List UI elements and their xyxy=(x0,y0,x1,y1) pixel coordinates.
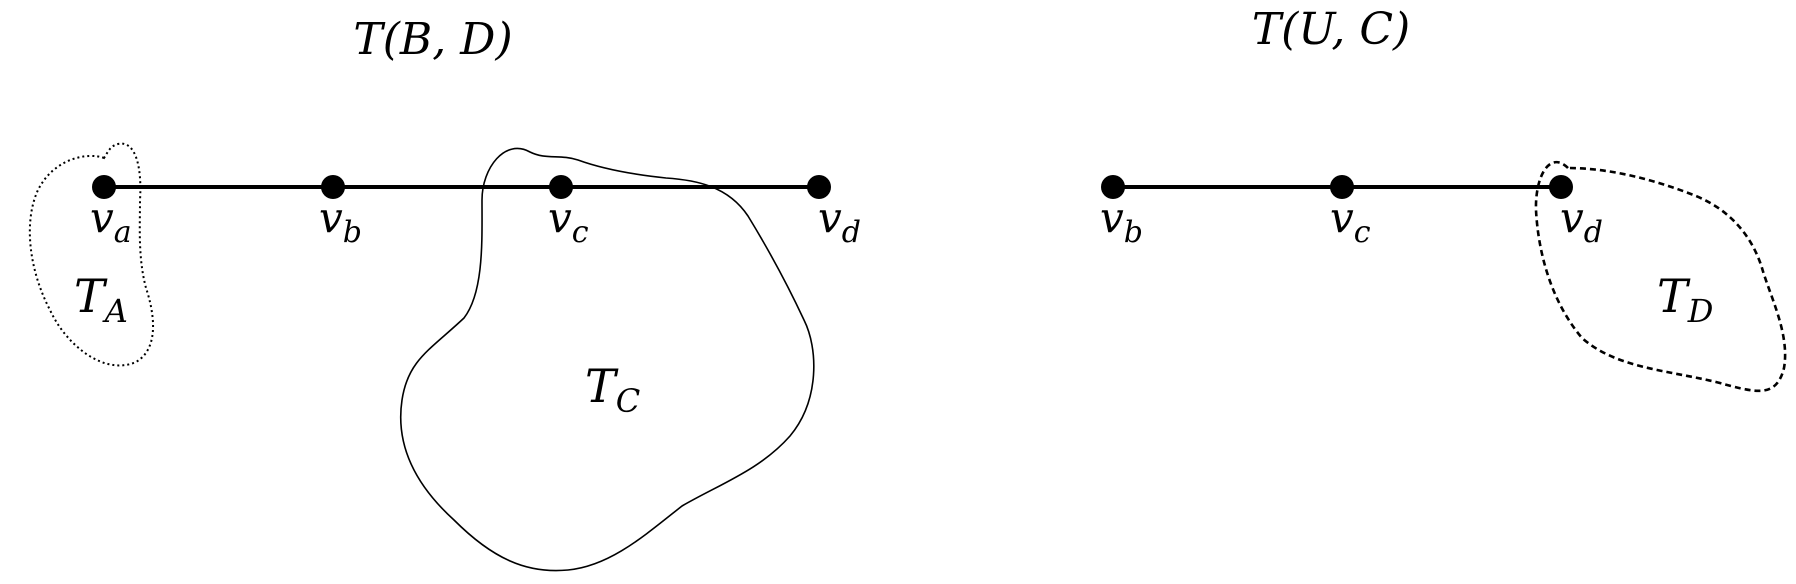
node-vb xyxy=(321,175,345,199)
region-tc-outline xyxy=(399,147,815,572)
region-ta-outline xyxy=(28,142,154,367)
label-vc: vc xyxy=(548,193,589,250)
label-vd: vd xyxy=(818,193,861,250)
left-diagram: T(B, D) va vb vc vd TA TC xyxy=(28,14,861,572)
label-vb-right: vb xyxy=(1100,193,1143,250)
right-title: T(U, C) xyxy=(1252,4,1410,55)
label-vd-right: vd xyxy=(1560,193,1603,250)
node-vc xyxy=(549,175,573,199)
node-vd-right xyxy=(1549,175,1573,199)
label-ta: TA xyxy=(74,269,128,330)
label-td: TD xyxy=(1657,269,1713,330)
label-tc: TC xyxy=(585,359,640,420)
left-title: T(B, D) xyxy=(353,14,512,65)
node-vd xyxy=(807,175,831,199)
label-vb: vb xyxy=(319,193,362,250)
label-va: va xyxy=(90,193,132,250)
node-va xyxy=(92,175,116,199)
region-td-outline xyxy=(1534,160,1787,393)
node-vb-right xyxy=(1101,175,1125,199)
label-vc-right: vc xyxy=(1330,193,1371,250)
node-vc-right xyxy=(1330,175,1354,199)
right-diagram: T(U, C) vb vc vd TD xyxy=(1100,4,1787,393)
